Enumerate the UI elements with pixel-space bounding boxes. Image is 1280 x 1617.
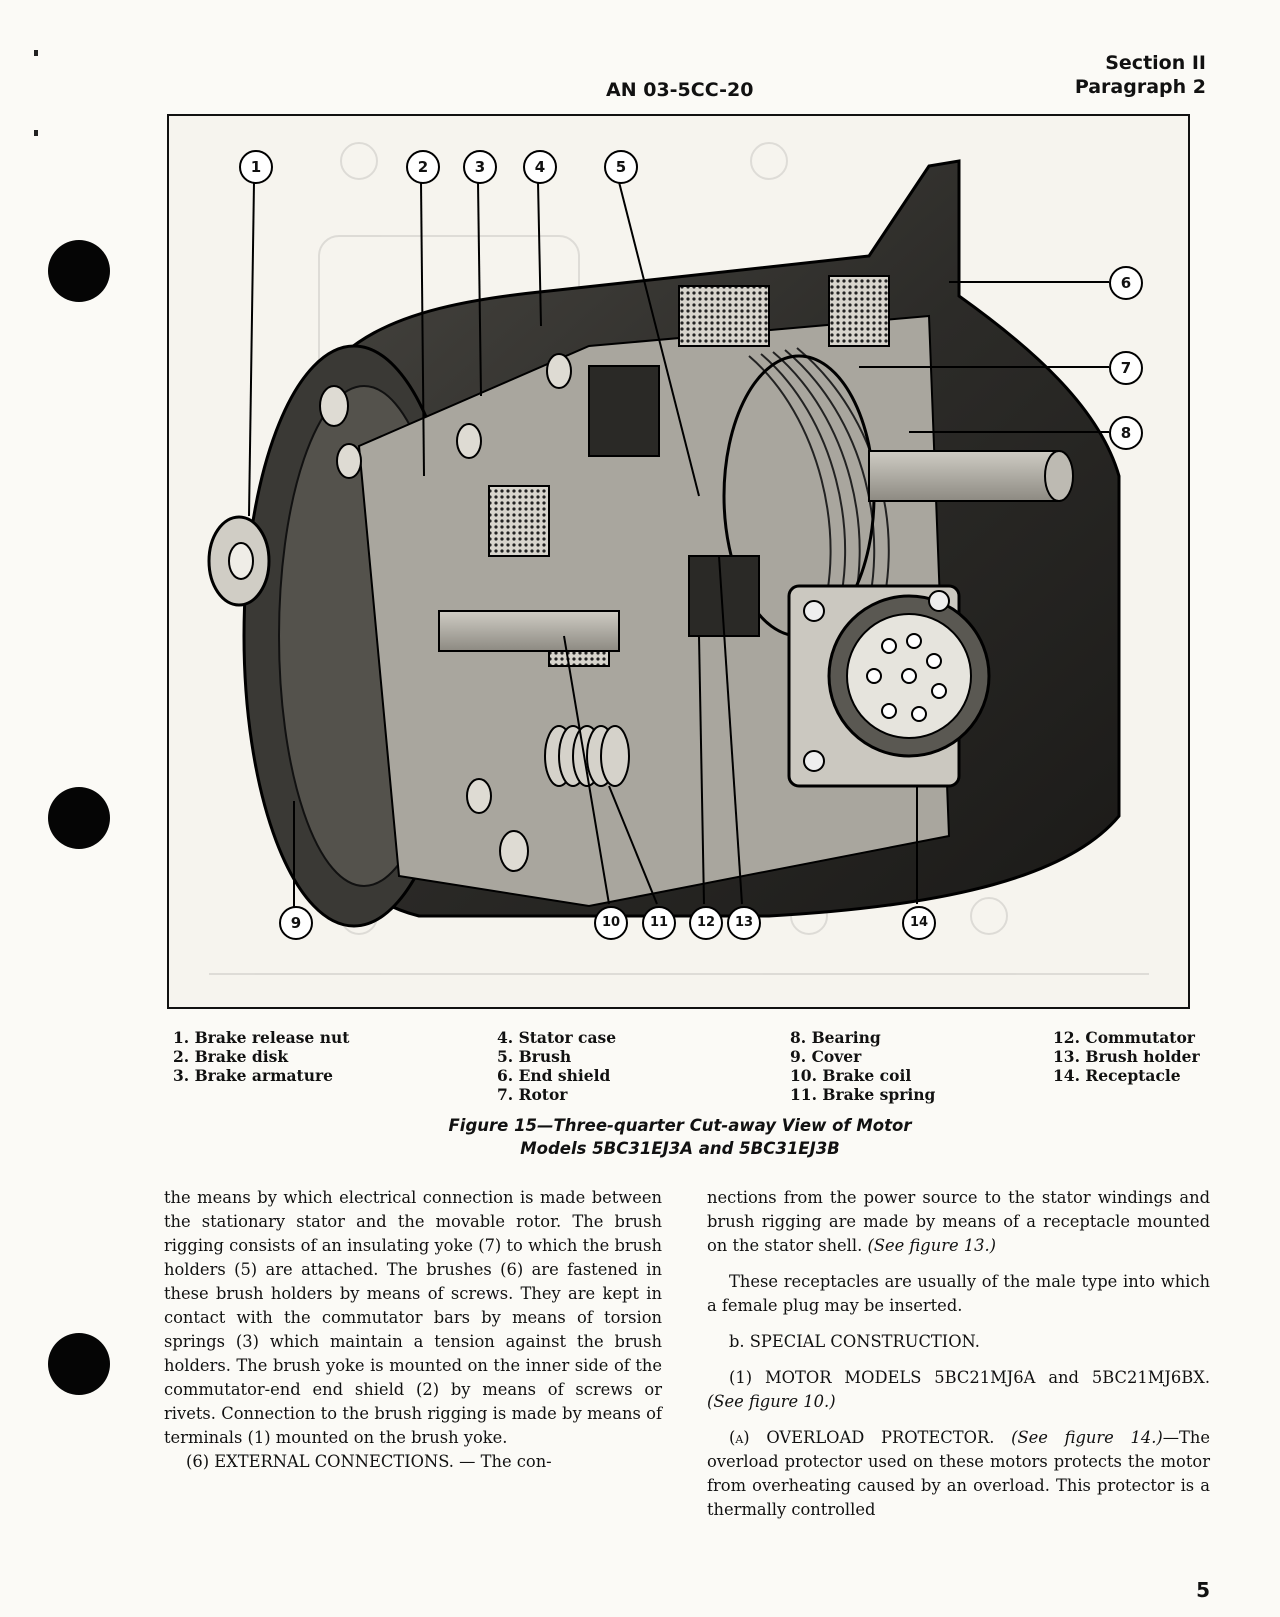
- body-paragraph: (6) EXTERNAL CONNECTIONS. — The con-: [164, 1450, 662, 1474]
- legend-item: 1. Brake release nut: [173, 1028, 350, 1047]
- paragraph-number: Paragraph 2: [1074, 76, 1206, 98]
- legend-item: 11. Brake spring: [790, 1085, 936, 1104]
- motor-cutaway-drawing: [207, 142, 1149, 975]
- paragraph-text: nections from the power source to the st…: [707, 1188, 1210, 1255]
- callout-4: 4: [523, 150, 557, 184]
- paragraph-text: (1) MOTOR MODELS 5BC21MJ6A and 5BC21MJ6B…: [729, 1368, 1210, 1387]
- legend-item: 14. Receptacle: [1053, 1066, 1181, 1085]
- figure-caption-line-2: Models 5BC31EJ3A and 5BC31EJ3B: [520, 1139, 840, 1158]
- body-column-right: nections from the power source to the st…: [707, 1186, 1210, 1522]
- legend-column-1: 1. Brake release nut 2. Brake disk 3. Br…: [173, 1028, 349, 1085]
- figure-reference: (See figure 14.): [1011, 1428, 1163, 1447]
- punch-hole-top: [48, 240, 110, 302]
- callout-7: 7: [1109, 351, 1143, 385]
- punch-hole-middle: [48, 787, 110, 849]
- figure-caption: Figure 15—Three-quarter Cut-away View of…: [300, 1114, 1060, 1160]
- callout-11: 11: [642, 906, 676, 940]
- subsection-heading: b. SPECIAL CONSTRUCTION.: [729, 1332, 980, 1351]
- callout-10: 10: [594, 906, 628, 940]
- body-paragraph: (1) MOTOR MODELS 5BC21MJ6A and 5BC21MJ6B…: [707, 1366, 1210, 1414]
- margin-mark: [34, 50, 38, 56]
- legend-item: 4. Stator case: [497, 1028, 617, 1047]
- callout-1: 1: [239, 150, 273, 184]
- body-paragraph: the means by which electrical connection…: [164, 1188, 662, 1447]
- legend-item: 3. Brake armature: [173, 1066, 333, 1085]
- legend-item: 2. Brake disk: [173, 1047, 289, 1066]
- margin-mark: [34, 130, 38, 136]
- legend-column-4: 12. Commutator 13. Brush holder 14. Rece…: [1053, 1028, 1200, 1085]
- callout-3: 3: [463, 150, 497, 184]
- paragraph-text: —The overload protector used on these mo…: [707, 1428, 1211, 1519]
- body-paragraph: nections from the power source to the st…: [707, 1186, 1210, 1258]
- legend-item: 5. Brush: [497, 1047, 572, 1066]
- document-number: AN 03-5CC-20: [606, 79, 754, 101]
- callout-13: 13: [727, 906, 761, 940]
- callout-9: 9: [279, 906, 313, 940]
- section-label: Section II Paragraph 2: [1075, 51, 1206, 99]
- body-paragraph: These receptacles are usually of the mal…: [707, 1272, 1210, 1315]
- page-number: 5: [1196, 1578, 1210, 1602]
- legend-item: 12. Commutator: [1053, 1028, 1195, 1047]
- body-column-left: the means by which electrical connection…: [164, 1186, 662, 1474]
- paragraph-heading: (a) OVERLOAD PROTECTOR.: [729, 1428, 995, 1447]
- callout-8: 8: [1109, 416, 1143, 450]
- paragraph-text: The con-: [480, 1452, 552, 1471]
- callout-6: 6: [1109, 266, 1143, 300]
- callout-5: 5: [604, 150, 638, 184]
- legend-item: 13. Brush holder: [1053, 1047, 1200, 1066]
- callout-2: 2: [406, 150, 440, 184]
- section-number: Section II: [1105, 52, 1206, 74]
- legend-item: 6. End shield: [497, 1066, 611, 1085]
- legend-item: 9. Cover: [790, 1047, 862, 1066]
- callout-14: 14: [902, 906, 936, 940]
- paragraph-heading: (6) EXTERNAL CONNECTIONS. —: [186, 1452, 476, 1471]
- figure-illustration: 1 2 3 4 5 6 7 8 9 10 11 12 13 14: [167, 114, 1190, 1009]
- legend-item: 8. Bearing: [790, 1028, 881, 1047]
- callout-12: 12: [689, 906, 723, 940]
- body-paragraph: (a) OVERLOAD PROTECTOR. (See figure 14.)…: [707, 1426, 1210, 1522]
- legend-column-2: 4. Stator case 5. Brush 6. End shield 7.…: [497, 1028, 616, 1104]
- figure-reference: (See figure 10.): [707, 1392, 836, 1411]
- legend-item: 7. Rotor: [497, 1085, 568, 1104]
- legend-item: 10. Brake coil: [790, 1066, 912, 1085]
- punch-hole-bottom: [48, 1333, 110, 1395]
- figure-reference: (See figure 13.): [867, 1236, 997, 1255]
- legend-column-3: 8. Bearing 9. Cover 10. Brake coil 11. B…: [790, 1028, 935, 1104]
- figure-caption-line-1: Figure 15—Three-quarter Cut-away View of…: [448, 1116, 912, 1135]
